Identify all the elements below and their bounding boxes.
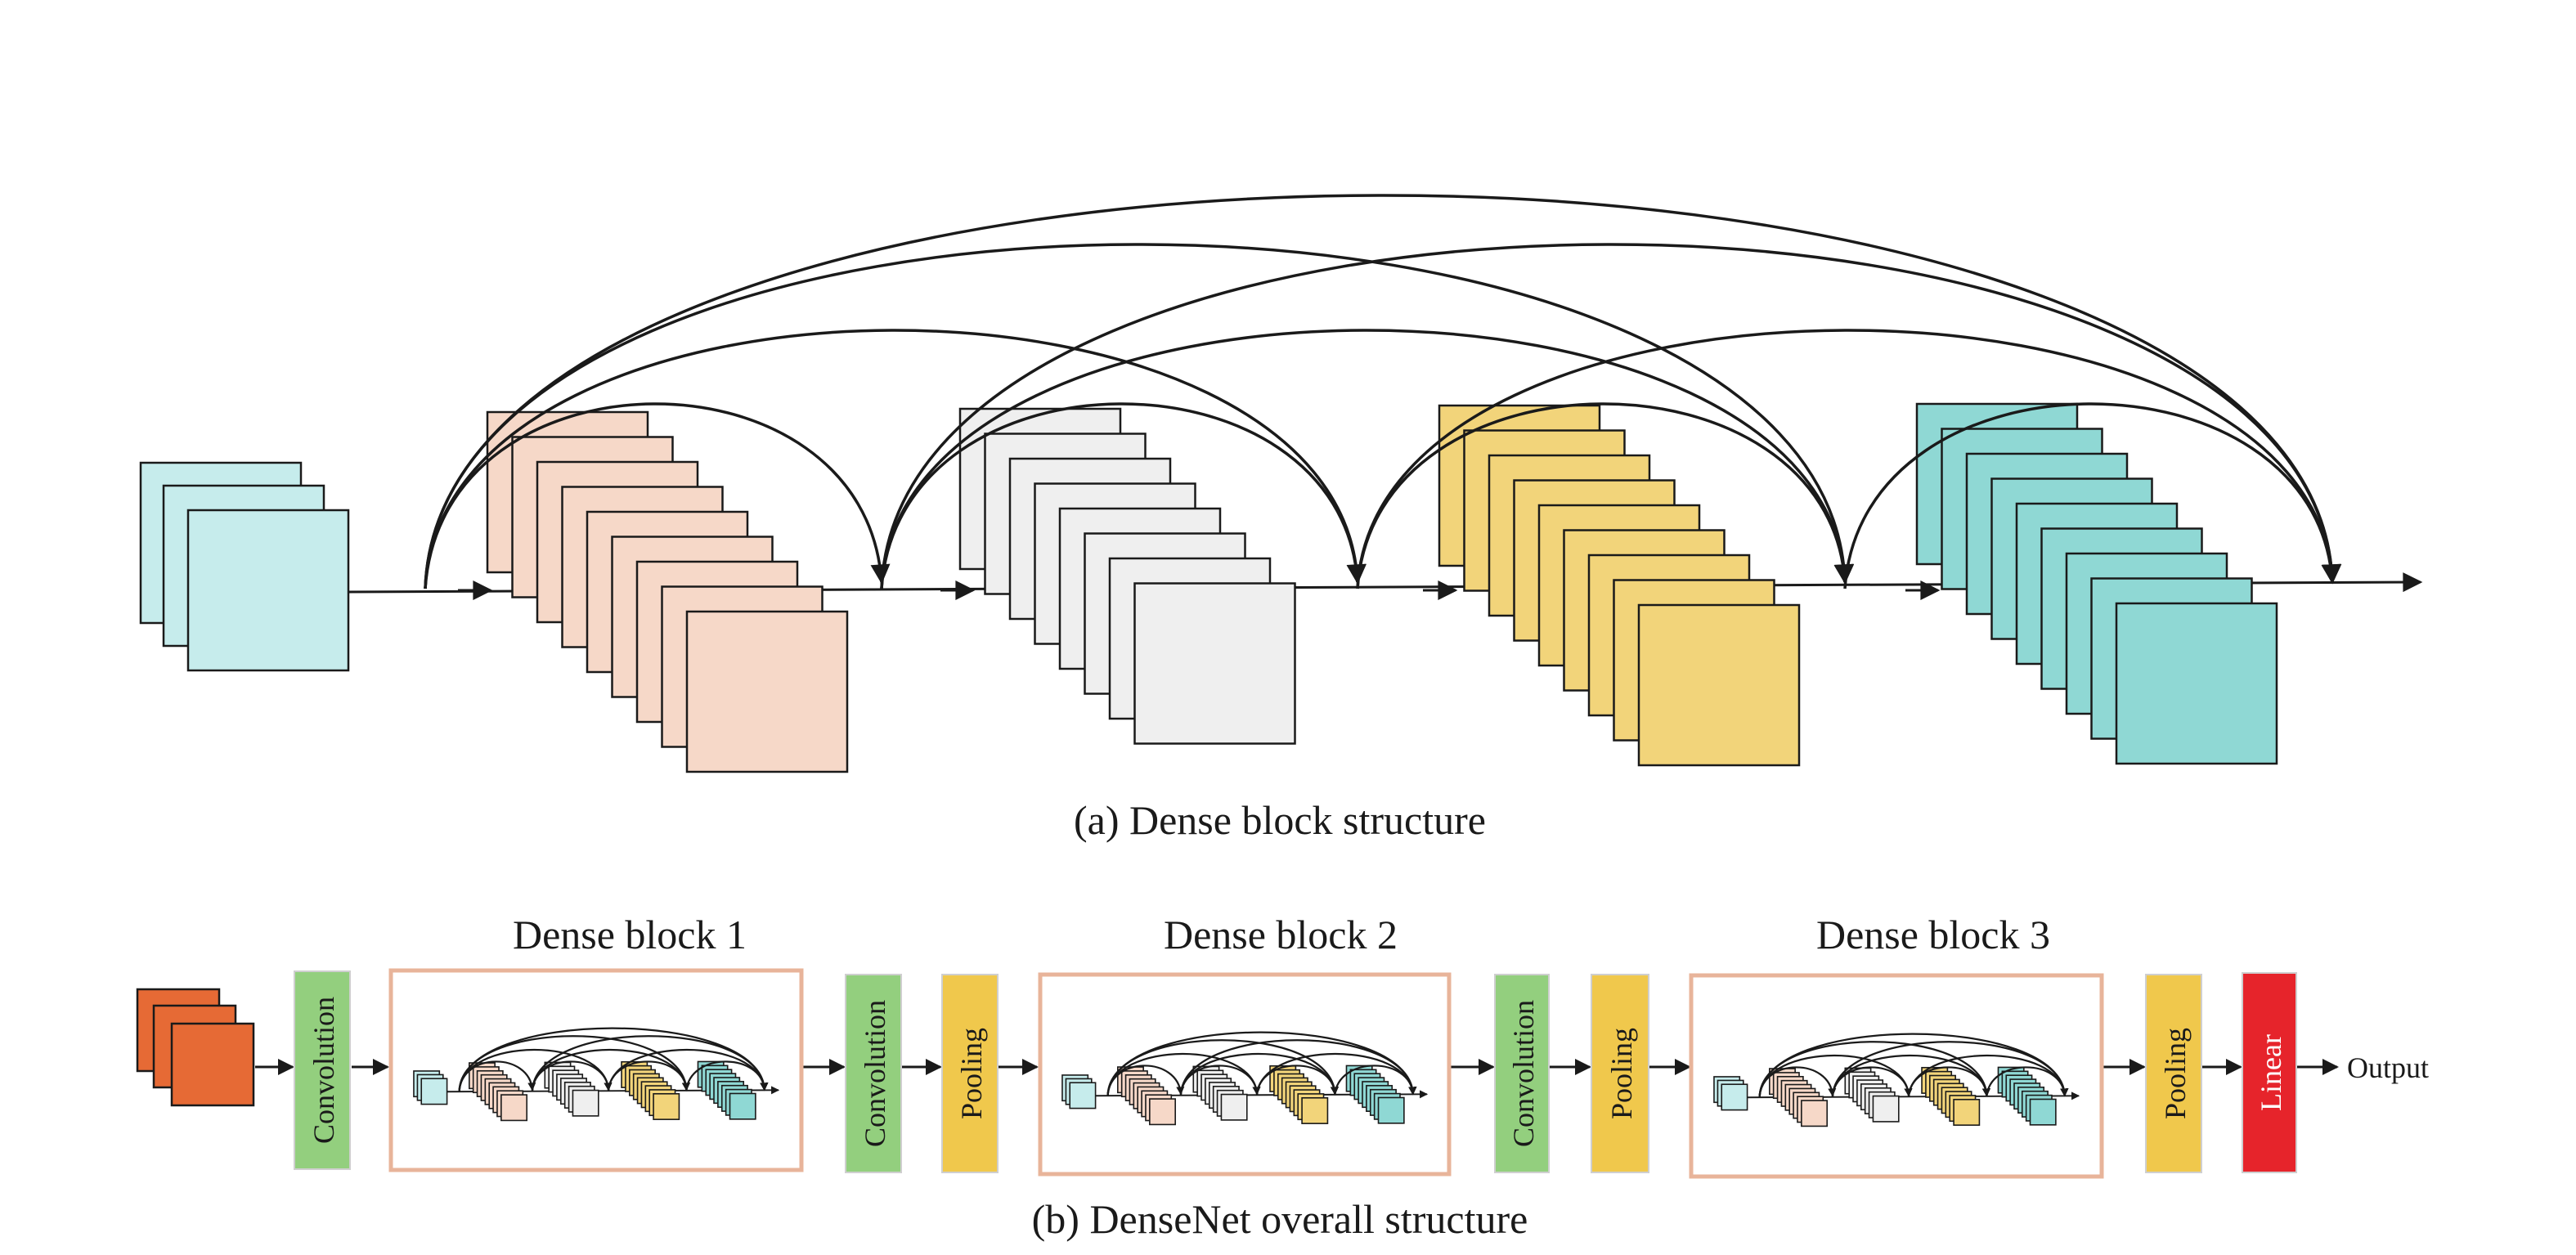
output-label: Output	[2347, 1051, 2429, 1084]
feature-map-stack-1	[1769, 1068, 1828, 1127]
feature-map-stack-1	[469, 1062, 527, 1122]
pooling-layer-3: Pooling	[1591, 974, 1649, 1173]
feature-map-stack-2	[958, 407, 1296, 745]
dense-connections	[424, 194, 2342, 589]
dense-block-2: Dense block 2	[1038, 912, 1452, 1177]
dense-block-1-title: Dense block 1	[513, 912, 747, 957]
dense-block-3: Dense block 3	[1689, 912, 2104, 1179]
feature-map-stack-4	[1345, 1065, 1405, 1124]
feature-map-stack-1	[1117, 1066, 1176, 1126]
input-maps	[413, 1070, 448, 1105]
feature-map-stack-3	[1438, 404, 1801, 767]
convolution-layer-2: Convolution	[845, 974, 902, 1173]
dense-connections	[1106, 1031, 1417, 1096]
feature-map-stack-2	[1844, 1067, 1900, 1123]
convolution-label: Convolution	[307, 997, 340, 1144]
input-maps	[1061, 1074, 1097, 1109]
dense-connections	[1758, 1033, 2069, 1097]
dense-block-3-thumbnail	[1713, 1033, 2080, 1127]
dense-block-structure	[139, 194, 2423, 773]
caption-overall-structure: (b) DenseNet overall structure	[1032, 1196, 1528, 1242]
densenet-overall-structure: Convolution Dense block 1 Convolution Po…	[136, 912, 2429, 1179]
feature-map-stack-1	[486, 410, 849, 773]
linear-label: Linear	[2255, 1034, 2287, 1111]
pooling-layer-4: Pooling	[2145, 974, 2202, 1173]
convolution-label: Convolution	[859, 1000, 891, 1147]
feature-map-stack-2	[544, 1061, 599, 1117]
convolution-layer-3: Convolution	[1494, 974, 1550, 1173]
input-maps	[1713, 1076, 1748, 1111]
caption-dense-block: (a) Dense block structure	[1074, 797, 1486, 843]
dense-block-2-title: Dense block 2	[1164, 912, 1398, 957]
convolution-layer-1: Convolution	[294, 970, 351, 1170]
feature-map-stack-4	[1915, 402, 2278, 765]
feature-map-stack-3	[621, 1060, 680, 1120]
dense-block-3-title: Dense block 3	[1816, 912, 2050, 957]
pooling-layer-2: Pooling	[941, 974, 999, 1173]
dense-block-1: Dense block 1	[388, 912, 804, 1172]
dense-block-2-thumbnail	[1061, 1031, 1429, 1126]
feature-map-stack-2	[1192, 1065, 1248, 1121]
input-feature-maps	[136, 988, 255, 1107]
convolution-label: Convolution	[1507, 1000, 1540, 1147]
feature-map-stack-4	[1997, 1066, 2057, 1126]
pooling-label: Pooling	[2159, 1028, 2192, 1119]
dense-connections	[458, 1027, 769, 1091]
feature-map-stack-3	[1269, 1065, 1329, 1124]
dense-block-1-thumbnail	[413, 1027, 780, 1122]
pooling-label: Pooling	[1605, 1028, 1638, 1119]
feature-map-stack-3	[1921, 1066, 1981, 1126]
input-maps	[139, 461, 350, 672]
pooling-label: Pooling	[955, 1028, 988, 1119]
feature-map-stack-4	[697, 1060, 756, 1120]
linear-layer: Linear	[2242, 972, 2297, 1173]
